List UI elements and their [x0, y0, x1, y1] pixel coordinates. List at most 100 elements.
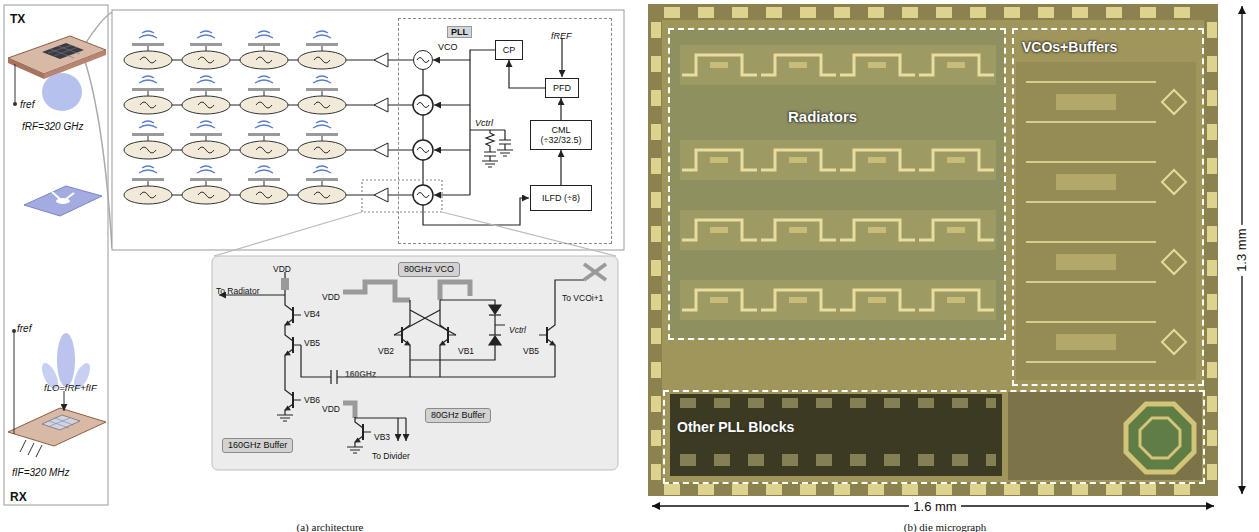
- die-photo: [1126, 404, 1194, 472]
- dimension-label: 1.3 mm: [1235, 224, 1250, 275]
- radiator-array: [124, 31, 433, 205]
- signal-label: fref: [17, 323, 31, 334]
- die-photo: [662, 20, 1204, 482]
- radiator-array: [374, 98, 388, 112]
- figure-frame: [4, 5, 108, 505]
- signal-arrow: [560, 98, 561, 120]
- vco-80-schematic: [489, 314, 501, 315]
- zoom-lines: [214, 212, 616, 256]
- signal-label: fLO=fRF+fIF: [44, 382, 97, 393]
- tx-beam: [42, 73, 82, 111]
- bias-label: VB4: [304, 309, 320, 319]
- label-holder: fIF=320 MHz: [12, 462, 70, 480]
- node-label: PFD: [553, 83, 571, 93]
- label-holder: VB5: [523, 340, 539, 358]
- label-holder: VB3: [374, 426, 390, 444]
- ref-wire: [13, 64, 17, 106]
- node-label: ILFD (÷8): [542, 193, 580, 203]
- label-holder: fREF: [551, 25, 572, 43]
- die-photo: [1140, 418, 1180, 458]
- lens-plate: [52, 192, 74, 199]
- rx-beam: [57, 333, 75, 387]
- side-label: TX: [10, 12, 25, 26]
- vco-80-schematic: [489, 305, 501, 314]
- ref-wire: [15, 64, 16, 104]
- label-holder: Vctrl: [475, 112, 493, 130]
- pll-wiring: [434, 149, 470, 150]
- label-holder: Other PLL Blocks: [677, 418, 794, 436]
- supply-label: VDD: [322, 292, 340, 302]
- circuit-tag: 160GHz Buffer: [222, 438, 293, 453]
- side-label: RX: [10, 490, 27, 504]
- label-holder: VB1: [458, 340, 474, 358]
- radiator-array: [374, 188, 388, 202]
- signal-arrow: [509, 60, 545, 88]
- label-holder: RX: [10, 487, 27, 505]
- buffer-160-schematic: [219, 272, 555, 421]
- tx-board: [42, 43, 84, 59]
- bias-label: VB1: [458, 346, 474, 356]
- label-holder: VB4: [304, 303, 320, 321]
- die-photo: [680, 280, 996, 320]
- label-holder: VB2: [378, 340, 394, 358]
- figure-frame: [112, 10, 624, 250]
- label-holder: fref: [17, 318, 31, 336]
- die-region: Other PLL Blocks: [663, 390, 1205, 484]
- circuit-tag: 80GHz Buffer: [425, 408, 491, 423]
- charge-pump-block: CP: [495, 40, 523, 60]
- signal-label: Vctrl: [475, 118, 493, 128]
- label-holder: VB5: [304, 332, 320, 350]
- pll-wiring: [434, 194, 470, 195]
- connector-group: [433, 50, 561, 185]
- node-label: PLL: [447, 26, 472, 38]
- label-holder: Radiators: [788, 108, 857, 126]
- radiator-array: [182, 76, 230, 114]
- signal-label: Vctrl: [509, 325, 526, 335]
- vco-80-schematic: [394, 310, 456, 335]
- buffer-80-schematic: [405, 418, 406, 441]
- signal-label: fref: [20, 99, 34, 110]
- node-label: 80GHz VCO: [404, 264, 454, 274]
- label-holder: PLL: [447, 21, 472, 39]
- rx-board: [14, 331, 15, 434]
- buffer-80-schematic: [347, 447, 363, 453]
- die-photo: [680, 45, 996, 85]
- node-label: Other PLL Blocks: [677, 419, 794, 435]
- pll-wiring: [423, 60, 470, 195]
- schematic-panel: [212, 256, 618, 470]
- die-photo: [648, 4, 1218, 496]
- radiator-array: [124, 60, 413, 195]
- radiator-array: [182, 166, 230, 204]
- bias-label: VB2: [378, 346, 394, 356]
- node-label: Radiators: [788, 108, 857, 125]
- signal-label: fIF=320 MHz: [12, 467, 70, 478]
- label-holder: fLO=fRF+fIF: [44, 377, 97, 395]
- supply-label: VDD: [273, 264, 291, 274]
- vco-80-schematic: [394, 320, 410, 350]
- vco-80-schematic: [410, 300, 505, 377]
- tx-board: [48, 45, 80, 58]
- radiator-array: [240, 31, 288, 69]
- radiator-array: [240, 121, 288, 159]
- radiator-array: [298, 121, 346, 159]
- radiator-array: [124, 121, 172, 159]
- buffer-160-schematic: [285, 330, 301, 360]
- die-photo: [651, 22, 661, 482]
- radiator-array: [182, 121, 230, 159]
- label-holder: fref: [20, 94, 34, 112]
- ref-wire: [13, 102, 17, 106]
- signal-label: fRF=320 GHz: [22, 121, 83, 132]
- label-holder: Vctrl: [509, 319, 526, 337]
- rx-board: [49, 418, 73, 428]
- lens-plate: [24, 186, 102, 216]
- bias-label: VB6: [304, 395, 320, 405]
- label-holder: 1.6 mm: [909, 497, 960, 515]
- radiator-array: [298, 166, 346, 204]
- die-photo: [680, 454, 996, 466]
- tx-board: [8, 58, 44, 79]
- bias-label: VB5: [304, 338, 320, 348]
- radiator-array: [374, 143, 388, 157]
- pll-wiring: [362, 180, 442, 212]
- figure-frame: [4, 5, 624, 505]
